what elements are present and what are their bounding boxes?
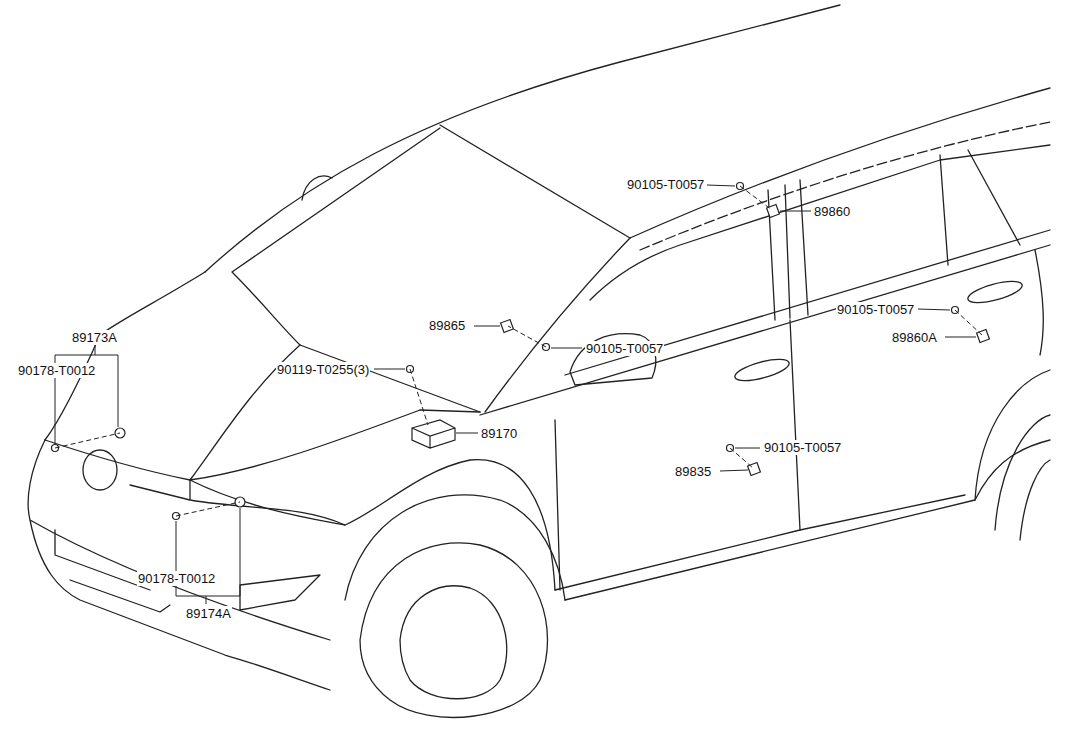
leader-line [551,348,582,349]
front-door [555,320,800,590]
phantom-line [55,186,982,516]
sensor-parts [52,183,990,520]
leader-line [707,185,735,186]
door-handle [966,277,1024,307]
lower-grille [55,530,320,612]
emblem [83,450,117,490]
part-number: 89865 [428,318,466,333]
door-handle [733,355,791,385]
side-sensor [501,320,514,333]
part-number: 89173A [71,330,118,345]
front-bumper [28,440,330,690]
b-pillar [768,180,808,320]
front-tire [360,543,548,718]
side-sensor [767,205,780,218]
rocker [565,440,1050,600]
part-number: 90119-T0255(3) [276,362,370,377]
leader-lines [55,185,982,604]
part-number: 89170 [480,426,518,441]
leader-line [720,470,748,471]
part-number: 90178-T0012 [137,571,216,586]
roof-rail [630,88,1050,238]
rear-tire [995,415,1050,540]
part-number: 89860A [891,330,938,345]
roof-line [205,5,840,272]
leader-line [780,211,811,212]
front-rim [400,586,507,699]
antenna [302,176,332,200]
part-number: 89835 [674,464,712,479]
part-number: 90105-T0057 [763,440,842,455]
bracket [55,345,118,444]
headlamp [130,480,345,525]
leader-line [374,369,405,370]
rear-window [940,150,1020,265]
belt-line [480,245,1050,415]
part-number: 90105-T0057 [585,341,664,356]
roof-front-edge [440,125,630,238]
vehicle-body [28,5,1050,717]
part-number: 90178-T0012 [17,363,96,378]
bracket [176,508,240,604]
part-number: 90105-T0057 [626,177,705,192]
rear-door [800,250,1043,530]
airbag-sensor-assembly [412,420,455,448]
leader-line [945,337,976,338]
part-number: 89860 [813,204,851,219]
window-line-upper [590,145,1050,300]
leader-line [918,309,950,310]
rear-wheel-arch [975,370,1050,500]
a-pillar [485,238,630,412]
part-number: 89174A [185,606,232,621]
leader-line [474,326,500,327]
hood-front [45,410,420,480]
leader-line [735,448,760,449]
leader-line [456,433,478,434]
windshield [232,128,480,412]
side-sensor [977,330,990,343]
part-number: 90105-T0057 [836,302,915,317]
